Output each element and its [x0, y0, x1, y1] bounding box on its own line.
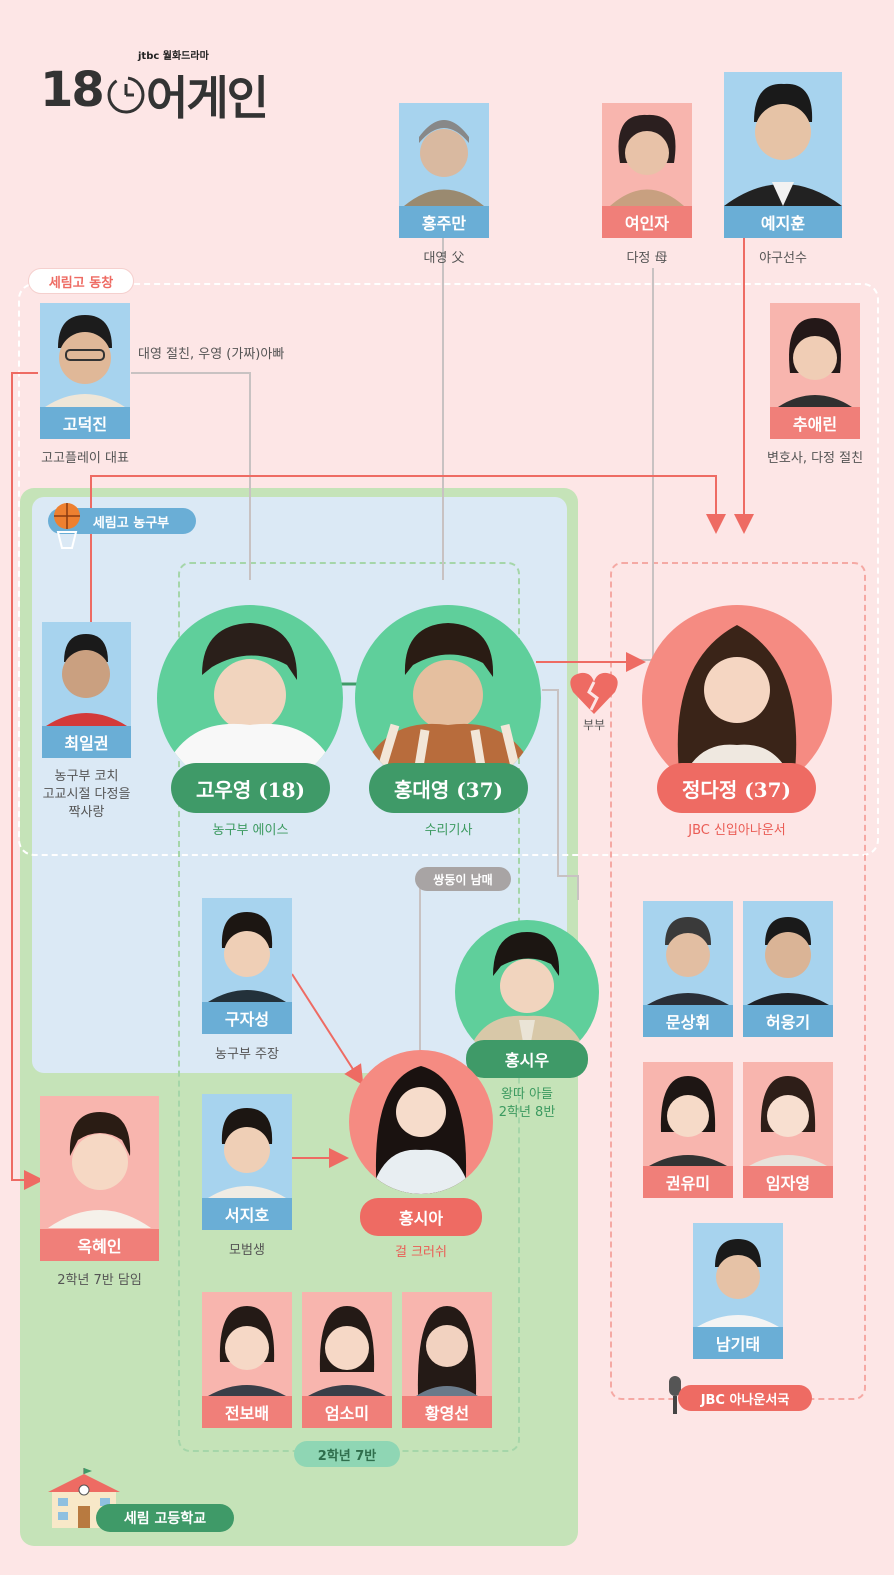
- portrait-photo: [402, 1292, 492, 1396]
- caption-line: 2학년 8반: [498, 1105, 556, 1120]
- caption-line: 짝사랑: [68, 805, 105, 820]
- name-label: 임자영: [743, 1166, 833, 1198]
- couple-label: 부부: [582, 718, 606, 732]
- basketball-icon: [52, 502, 82, 550]
- caption: 걸 크러쉬: [395, 1245, 447, 1260]
- channel-label: jtbc 월화드라마: [138, 51, 209, 62]
- name-pill-hong-sia: 홍시아: [360, 1198, 482, 1236]
- caption: JBC 신입아나운서: [688, 823, 786, 838]
- name-label: 구자성: [202, 1002, 292, 1034]
- caption: 대영 父: [423, 251, 465, 266]
- portrait-photo: [202, 1292, 292, 1396]
- card-go-deokjin[interactable]: 고덕진: [40, 303, 130, 439]
- name-label: 전보배: [202, 1396, 292, 1428]
- portrait-photo: [302, 1292, 392, 1396]
- card-jeon-bobae[interactable]: 전보배: [202, 1292, 292, 1428]
- card-gwon-yumi[interactable]: 권유미: [643, 1062, 733, 1198]
- name-label: 추애린: [770, 407, 860, 439]
- portrait-photo: [643, 1062, 733, 1166]
- caption: 농구부 코치 고교시절 다정을 짝사랑: [20, 768, 153, 822]
- card-nam-gitae[interactable]: 남기태: [693, 1223, 783, 1359]
- card-chu-aerin[interactable]: 추애린: [770, 303, 860, 439]
- card-ok-hyein[interactable]: 옥혜인: [40, 1096, 159, 1261]
- caption-line: 농구부 코치: [54, 769, 119, 784]
- classmates-tag: 세림고 동창: [28, 268, 134, 294]
- jbc-tag: JBC 아나운서국: [678, 1385, 812, 1411]
- portrait-photo: [40, 303, 130, 407]
- microphone-icon: [664, 1376, 686, 1416]
- name-label: 여인자: [602, 206, 692, 238]
- card-gu-jaseong[interactable]: 구자성: [202, 898, 292, 1034]
- name-pill-hong-daeyeong: 홍대영 (37): [369, 763, 528, 813]
- portrait-photo: [202, 898, 292, 1002]
- portrait-photo: [399, 103, 489, 206]
- name-label: 문상휘: [643, 1005, 733, 1037]
- caption-line: 왕따 아들: [501, 1087, 553, 1102]
- portrait-photo: [770, 303, 860, 407]
- card-ye-jihun[interactable]: 예지훈: [724, 72, 842, 238]
- relation-label: 대영 절친, 우영 (가짜)아빠: [138, 347, 285, 362]
- caption: 다정 母: [626, 251, 668, 266]
- caption: 변호사, 다정 절친: [766, 451, 864, 466]
- name-label: 허웅기: [743, 1005, 833, 1037]
- broken-heart-icon: [569, 670, 619, 716]
- portrait-go-uyeong[interactable]: [157, 605, 343, 791]
- portrait-photo: [743, 901, 833, 1005]
- clock-icon: [106, 75, 146, 115]
- name-label: 홍주만: [399, 206, 489, 238]
- name-pill-hong-siu: 홍시우: [466, 1040, 588, 1078]
- name-label: 남기태: [693, 1327, 783, 1359]
- name-label: 권유미: [643, 1166, 733, 1198]
- card-hong-juman[interactable]: 홍주만: [399, 103, 489, 238]
- twins-tag: 쌍둥이 남매: [415, 867, 511, 891]
- caption: 고고플레이 대표: [41, 451, 129, 466]
- caption: 야구선수: [759, 251, 807, 266]
- portrait-photo: [202, 1094, 292, 1198]
- name-label: 최일권: [42, 726, 131, 758]
- name-label: 고덕진: [40, 407, 130, 439]
- card-eom-somi[interactable]: 엄소미: [302, 1292, 392, 1428]
- title-number: 18: [40, 62, 105, 118]
- caption: 농구부 에이스: [212, 823, 289, 838]
- portrait-photo: [40, 1096, 159, 1228]
- classmates-region: [18, 283, 879, 856]
- class7-tag: 2학년 7반: [294, 1441, 400, 1467]
- card-yeo-inja[interactable]: 여인자: [602, 103, 692, 238]
- name-pill-jeong-dajeong: 정다정 (37): [657, 763, 816, 813]
- name-label: 예지훈: [724, 206, 842, 238]
- caption: 수리기사: [424, 823, 473, 838]
- portrait-hong-sia[interactable]: [349, 1050, 493, 1194]
- name-label: 엄소미: [302, 1396, 392, 1428]
- card-hwang-yeongseon[interactable]: 황영선: [402, 1292, 492, 1428]
- portrait-photo: [724, 72, 842, 206]
- caption: 모범생: [229, 1243, 265, 1258]
- portrait-photo: [743, 1062, 833, 1166]
- title-text: 어게인: [146, 71, 269, 125]
- caption-line: 고교시절 다정을: [42, 787, 131, 802]
- card-heo-ungi[interactable]: 허웅기: [743, 901, 833, 1037]
- name-pill-go-uyeong: 고우영 (18): [171, 763, 330, 813]
- portrait-photo: [602, 103, 692, 206]
- name-label: 황영선: [402, 1396, 492, 1428]
- caption: 농구부 주장: [215, 1047, 279, 1062]
- school-tag: 세림 고등학교: [96, 1504, 234, 1532]
- portrait-photo: [42, 622, 131, 726]
- card-choi-ilgwon[interactable]: 최일권: [42, 622, 131, 758]
- caption: 왕따 아들 2학년 8반: [470, 1086, 584, 1122]
- card-mun-sanghwi[interactable]: 문상휘: [643, 901, 733, 1037]
- name-label: 옥혜인: [40, 1229, 159, 1261]
- card-seo-jiho[interactable]: 서지호: [202, 1094, 292, 1230]
- portrait-photo: [693, 1223, 783, 1327]
- card-im-jayeong[interactable]: 임자영: [743, 1062, 833, 1198]
- name-label: 서지호: [202, 1198, 292, 1230]
- caption: 2학년 7반 담임: [57, 1273, 142, 1288]
- portrait-photo: [643, 901, 733, 1005]
